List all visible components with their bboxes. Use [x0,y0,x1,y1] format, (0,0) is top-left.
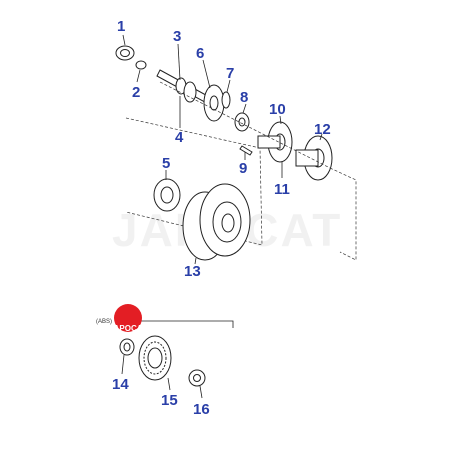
leader-1 [122,34,126,46]
part-tone-ring-15 [138,335,172,381]
dashed-frame-left [125,117,263,246]
part-axle-shaft-3 [156,69,216,107]
callout-14: 14 [112,376,129,393]
leader-2 [136,69,141,83]
callout-9: 9 [239,160,247,177]
callout-10: 10 [269,101,286,118]
part-seal-7 [221,91,231,109]
leader-13 [194,257,197,265]
callout-6: 6 [196,45,204,62]
part-hub-10 [257,121,293,163]
callout-16: 16 [193,401,210,418]
leader-7 [226,79,231,93]
leader-16 [199,385,203,399]
callout-11: 11 [274,181,290,198]
callout-7: 7 [226,65,234,82]
callout-12: 12 [314,121,331,138]
abs-section: (ABS) [96,319,234,328]
callout-8: 8 [240,89,248,106]
callout-13: 13 [184,263,201,280]
abs-label: (ABS) [96,319,112,325]
part-gasket-5 [153,178,181,212]
part-seal-14 [119,338,135,356]
leader-10 [279,115,282,125]
axis-line [159,81,331,169]
part-flange-6 [203,84,225,122]
part-bearing-16 [188,369,206,387]
callout-15: 15 [161,392,178,409]
leader-12 [319,133,323,141]
callout-5: 5 [162,155,170,172]
callout-2: 2 [132,84,140,101]
dashed-frame-right [329,167,357,261]
part-brake-drum-13 [182,183,251,261]
callout-1: 1 [117,18,125,35]
part-wheel-hub-12 [295,135,333,181]
callout-4: 4 [175,129,184,146]
leader-14 [121,354,125,375]
leader-8 [242,103,247,114]
leader-6 [202,59,211,89]
logo-text: JAPOCAT [109,324,147,333]
japocat-logo: JAPOCAT [109,304,147,333]
part-bearing-8 [234,112,250,132]
callout-3: 3 [173,28,181,45]
part-snap-ring-2 [135,60,147,70]
part-bearing-1 [115,45,135,61]
part-bolt-9 [239,145,253,156]
leader-3 [177,43,181,81]
abs-bracket [118,320,234,328]
leader-15 [167,377,171,391]
